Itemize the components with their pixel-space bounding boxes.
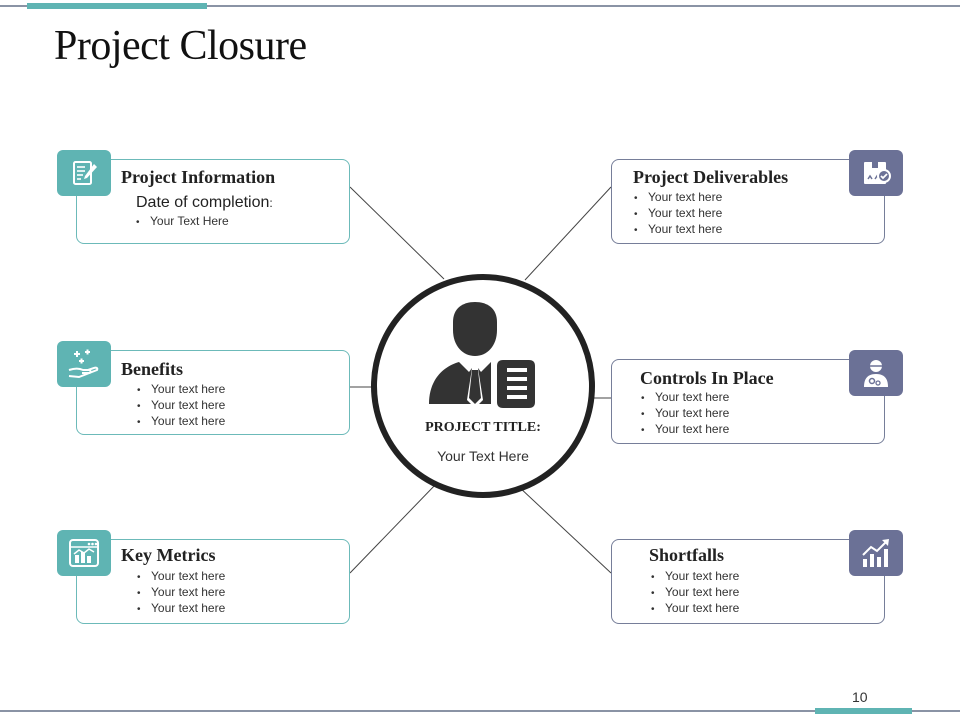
project-deliverables-bullets: Your text here Your text here Your text … — [634, 189, 722, 237]
top-rule — [0, 5, 960, 7]
clipboard-edit-icon — [57, 150, 111, 196]
page-title: Project Closure — [54, 23, 307, 69]
key-metrics-title: Key Metrics — [121, 545, 216, 565]
list-item: Your text here — [634, 221, 722, 237]
controls-in-place-title: Controls In Place — [640, 368, 774, 388]
list-item: Your text here — [137, 397, 225, 413]
list-item: Your text here — [137, 568, 225, 584]
list-item: Your text here — [641, 389, 729, 405]
connector-line — [524, 186, 612, 281]
list-item: Your text here — [137, 584, 225, 600]
package-check-icon — [849, 150, 903, 196]
list-item: Your text here — [137, 413, 225, 429]
list-item: Your text here — [641, 421, 729, 437]
list-item: Your text here — [651, 584, 739, 600]
list-item: Your text here — [641, 405, 729, 421]
hand-sparkle-icon — [57, 341, 111, 387]
list-item: Your text here — [634, 205, 722, 221]
user-settings-icon — [849, 350, 903, 396]
benefits-title: Benefits — [121, 359, 183, 379]
key-metrics-bullets: Your text here Your text here Your text … — [137, 568, 225, 616]
date-of-completion-text: Date of completion — [136, 194, 270, 211]
project-title-text: Your Text Here — [437, 448, 529, 464]
list-item: Your Text Here — [136, 213, 229, 229]
project-information-bullets: Your Text Here — [136, 213, 229, 229]
project-information-box — [76, 159, 350, 244]
top-accent-bar — [27, 3, 207, 9]
businessman-document-icon — [429, 302, 539, 412]
list-item: Your text here — [137, 381, 225, 397]
list-item: Your text here — [651, 600, 739, 616]
controls-in-place-bullets: Your text here Your text here Your text … — [641, 389, 729, 437]
bottom-rule — [0, 710, 960, 712]
connector-line — [349, 186, 445, 280]
connector-line — [517, 485, 612, 574]
page-number: 10 — [852, 689, 868, 705]
bottom-accent-bar — [815, 708, 912, 714]
connector-line — [349, 482, 438, 574]
list-item: Your text here — [137, 600, 225, 616]
shortfalls-bullets: Your text here Your text here Your text … — [651, 568, 739, 616]
list-item: Your text here — [651, 568, 739, 584]
shortfalls-title: Shortfalls — [649, 545, 725, 565]
benefits-bullets: Your text here Your text here Your text … — [137, 381, 225, 429]
growth-chart-icon — [849, 530, 903, 576]
date-of-completion-colon: : — [269, 196, 273, 210]
date-of-completion-label: Date of completion: — [136, 194, 273, 212]
project-information-title: Project Information — [121, 167, 276, 187]
list-item: Your text here — [634, 189, 722, 205]
project-title-label: PROJECT TITLE: — [425, 420, 541, 435]
project-deliverables-title: Project Deliverables — [633, 167, 789, 187]
center-circle: PROJECT TITLE: Your Text Here — [371, 274, 595, 498]
dashboard-chart-icon — [57, 530, 111, 576]
